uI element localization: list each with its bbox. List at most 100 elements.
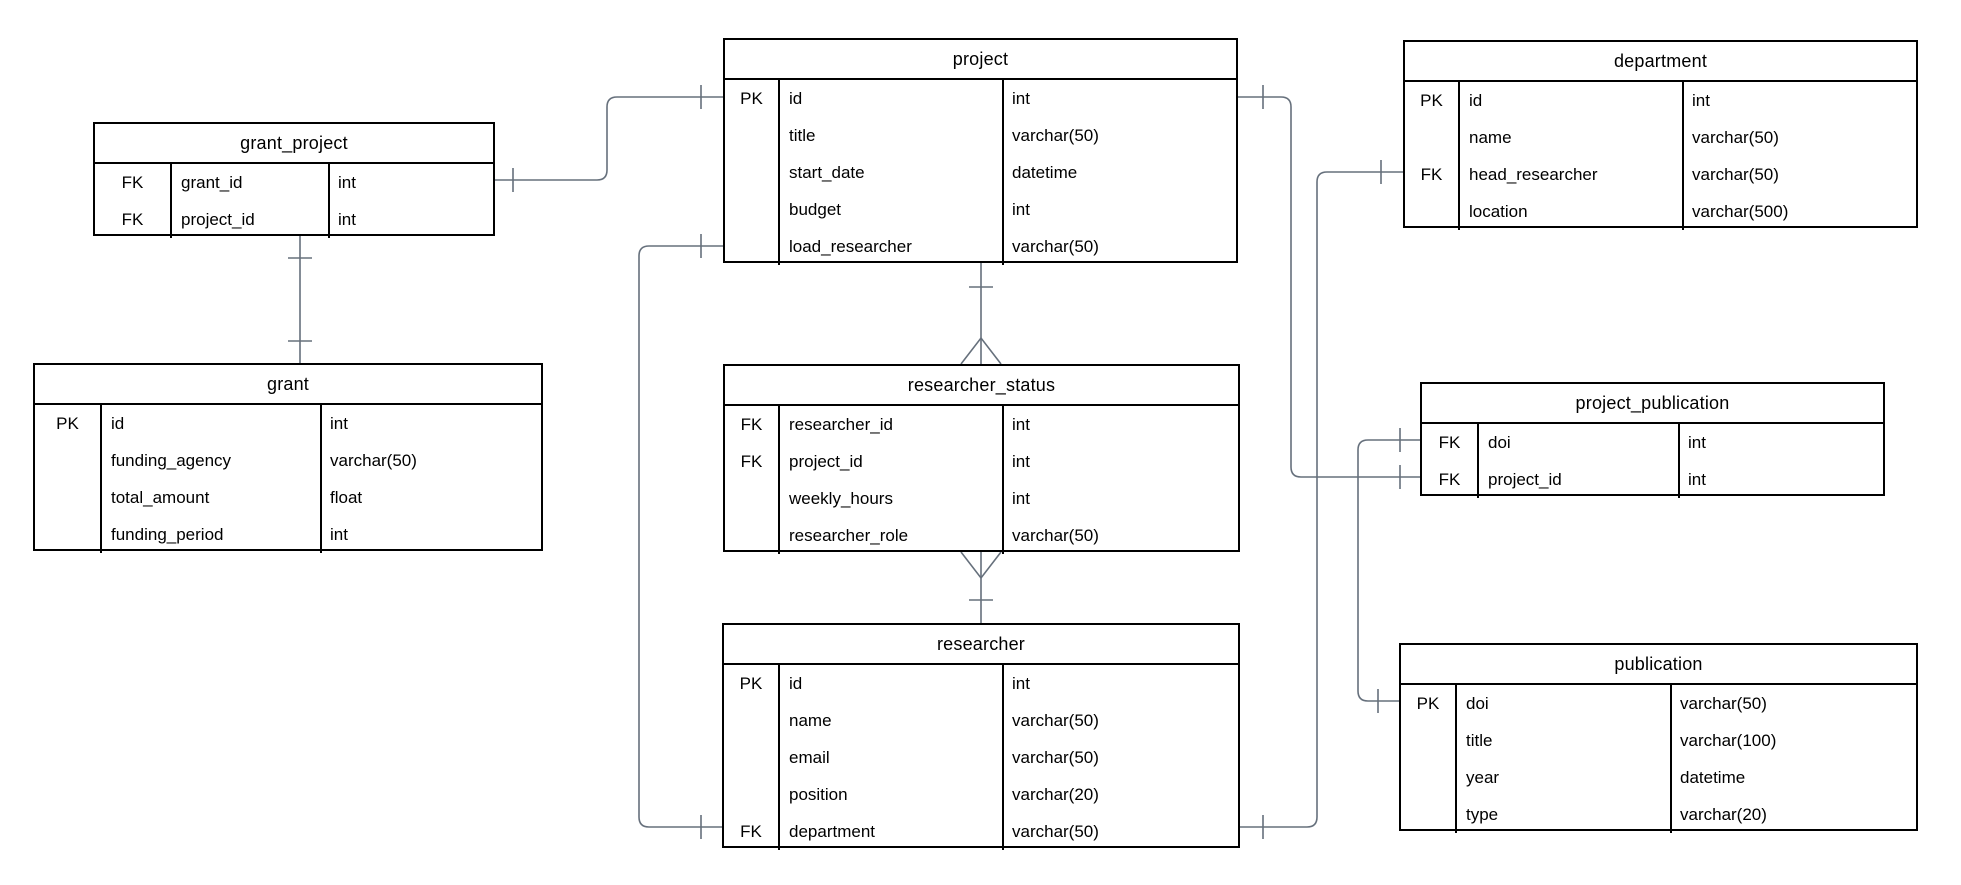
key-label — [725, 480, 780, 517]
key-label — [1401, 722, 1457, 759]
field-name: email — [780, 739, 1004, 776]
key-label — [1405, 119, 1460, 156]
field-name: id — [1460, 82, 1684, 119]
table-row: name varchar(50) — [1405, 119, 1916, 156]
key-label: PK — [1401, 685, 1457, 722]
field-name: id — [780, 665, 1004, 702]
field-name: name — [1460, 119, 1684, 156]
key-label — [725, 191, 780, 228]
field-type: int — [1688, 432, 1706, 452]
field-type: varchar(50) — [1012, 821, 1099, 841]
table-title: researcher — [724, 625, 1238, 665]
field-name: researcher_role — [780, 517, 1004, 554]
field-type: int — [338, 172, 356, 192]
cardinality-many-crowfoot — [960, 551, 1002, 580]
field-name: id — [102, 405, 322, 442]
field-type: varchar(50) — [1012, 125, 1099, 145]
field-name: funding_agency — [102, 442, 322, 479]
field-type: int — [1688, 469, 1706, 489]
field-name: type — [1457, 796, 1672, 833]
table-title: researcher_status — [725, 366, 1238, 406]
field-type: datetime — [1680, 767, 1746, 787]
key-label — [725, 228, 780, 265]
field-type: varchar(50) — [1680, 693, 1767, 713]
field-type: float — [330, 487, 363, 507]
field-type: varchar(500) — [1692, 201, 1789, 221]
field-type: varchar(50) — [1692, 127, 1779, 147]
field-name: project_id — [1479, 461, 1680, 498]
key-label: FK — [725, 443, 780, 480]
field-name: title — [780, 117, 1004, 154]
key-label: FK — [1405, 156, 1460, 193]
field-type: varchar(50) — [1692, 164, 1779, 184]
key-label — [725, 117, 780, 154]
key-label — [724, 702, 780, 739]
key-label: PK — [725, 80, 780, 117]
field-type: varchar(50) — [1012, 525, 1099, 545]
key-label: FK — [1422, 424, 1479, 461]
connector-researcher-to-department — [1240, 171, 1403, 828]
connector-publication-to-project_publication — [1357, 439, 1420, 702]
field-name: head_researcher — [1460, 156, 1684, 193]
field-name: location — [1460, 193, 1684, 230]
table-row: researcher_role varchar(50) — [725, 517, 1238, 554]
field-type: datetime — [1012, 162, 1078, 182]
key-label — [724, 739, 780, 776]
table-row: email varchar(50) — [724, 739, 1238, 776]
table-title: publication — [1401, 645, 1916, 685]
key-label — [35, 442, 102, 479]
field-name: grant_id — [172, 164, 330, 201]
key-label — [35, 516, 102, 553]
key-label — [35, 479, 102, 516]
field-type: varchar(50) — [330, 450, 417, 470]
table-row: funding_agency varchar(50) — [35, 442, 541, 479]
key-label: PK — [724, 665, 780, 702]
table-row: year datetime — [1401, 759, 1916, 796]
field-name: year — [1457, 759, 1672, 796]
key-label — [725, 517, 780, 554]
field-type: varchar(20) — [1012, 784, 1099, 804]
field-name: weekly_hours — [780, 480, 1004, 517]
field-name: total_amount — [102, 479, 322, 516]
field-type: int — [1012, 199, 1030, 219]
cardinality-many-crowfoot — [960, 336, 1002, 365]
field-type: int — [338, 209, 356, 229]
field-type: int — [1012, 673, 1030, 693]
field-name: department — [780, 813, 1004, 850]
field-type: varchar(50) — [1012, 747, 1099, 767]
field-name: funding_period — [102, 516, 322, 553]
field-name: id — [780, 80, 1004, 117]
field-type: varchar(100) — [1680, 730, 1777, 750]
key-label: PK — [35, 405, 102, 442]
connector-project-to-project_publication — [1238, 96, 1420, 478]
table-row: location varchar(500) — [1405, 193, 1916, 230]
connector-grant_project-to-project — [495, 96, 723, 181]
field-type: int — [1012, 88, 1030, 108]
field-name: doi — [1479, 424, 1680, 461]
field-type: int — [1012, 451, 1030, 471]
